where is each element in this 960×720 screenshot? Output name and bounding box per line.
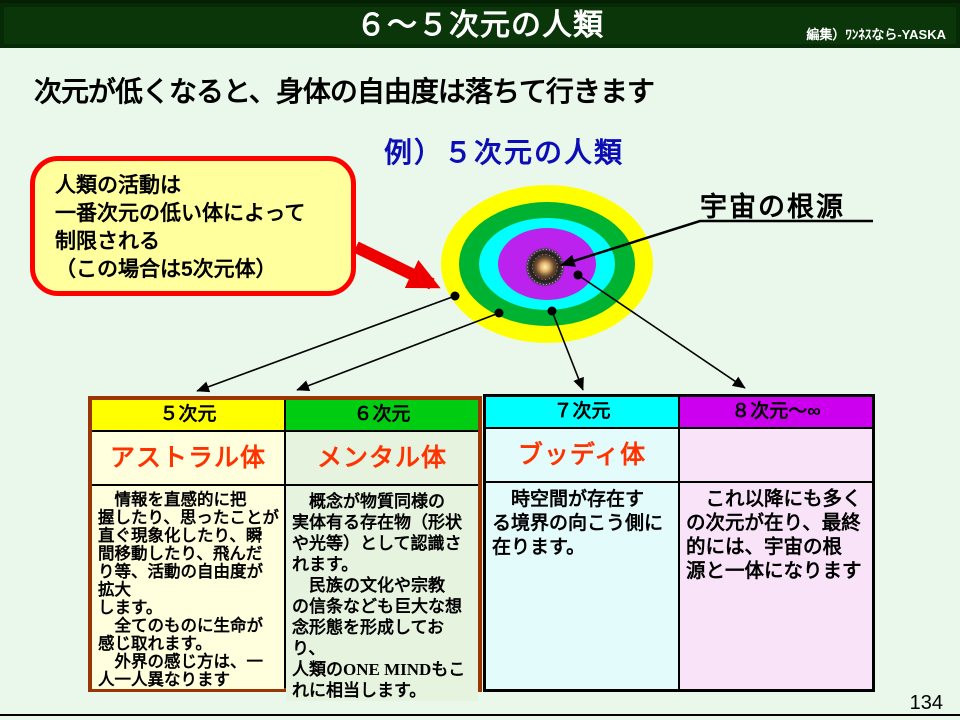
column-6th-dimension: ６次元 メンタル体 概念が物質同様の 実体有る存在物（形状 や光等）として認識さ… [286, 400, 478, 701]
body-name-6d: メンタル体 [286, 432, 478, 486]
red-arrow [353, 241, 441, 290]
galaxy-core [525, 247, 565, 287]
slide-title: ６～５次元の人類 [356, 9, 604, 42]
column-8th-dimension: ８次元～∞ これ以降にも多く の次元が在り、最終 的には、宇宙の根 源と一体にな… [680, 397, 872, 689]
description-7d: 時空間が存在す る境界の向こう側に 在ります。 [486, 483, 678, 689]
connector-line-5d [196, 295, 456, 393]
header-cell-5d: ５次元 [92, 400, 284, 432]
callout-box: 人類の活動は 一番次元の低い体によって 制限される （この場合は5次元体） [30, 156, 356, 296]
title-bar: ６～５次元の人類 編集）ﾜﾝﾈｽなら-YASKA [0, 0, 960, 48]
header-cell-8d: ８次元～∞ [680, 397, 872, 429]
connector-line-6d [296, 312, 500, 391]
dimension-table-left: ５次元 アストラル体 情報を直感的に把 握したり、思ったことが 直ぐ現象化したり… [88, 396, 482, 701]
dimension-table-right: ７次元 ブッディ体 時空間が存在す る境界の向こう側に 在ります。 ８次元～∞ … [483, 394, 875, 692]
origin-label: 宇宙の根源 [700, 192, 845, 222]
galaxy-stars-outer [527, 249, 563, 285]
description-5d: 情報を直感的に把 握したり、思ったことが 直ぐ現象化したり、瞬 間移動したり、飛… [92, 486, 284, 689]
description-6d: 概念が物質同様の 実体有る存在物（形状 や光等）として認識さ れます。 民族の文… [286, 486, 478, 701]
callout-text: 人類の活動は 一番次元の低い体によって 制限される （この場合は5次元体） [55, 174, 306, 281]
column-7th-dimension: ７次元 ブッディ体 時空間が存在す る境界の向こう側に 在ります。 [486, 397, 680, 689]
body-name-5d: アストラル体 [92, 432, 284, 486]
bottom-rule [0, 714, 960, 716]
credit-text: 編集）ﾜﾝﾈｽなら-YASKA [806, 27, 946, 42]
example-label: 例）５次元の人類 [384, 137, 625, 168]
main-heading: 次元が低くなると、身体の自由度は落ちて行きます [34, 76, 655, 107]
connector-line-7d [551, 310, 584, 391]
connector-line-8d [577, 274, 746, 389]
description-8d: これ以降にも多く の次元が在り、最終 的には、宇宙の根 源と一体になります [680, 483, 872, 689]
page-number: 134 [909, 692, 943, 714]
body-name-8d [680, 429, 872, 483]
column-5th-dimension: ５次元 アストラル体 情報を直感的に把 握したり、思ったことが 直ぐ現象化したり… [92, 400, 286, 689]
galaxy-stars-inner [532, 254, 558, 280]
origin-pointer-line [559, 219, 873, 267]
body-name-7d: ブッディ体 [486, 429, 678, 483]
header-cell-7d: ７次元 [486, 397, 678, 429]
header-cell-6d: ６次元 [286, 400, 478, 432]
